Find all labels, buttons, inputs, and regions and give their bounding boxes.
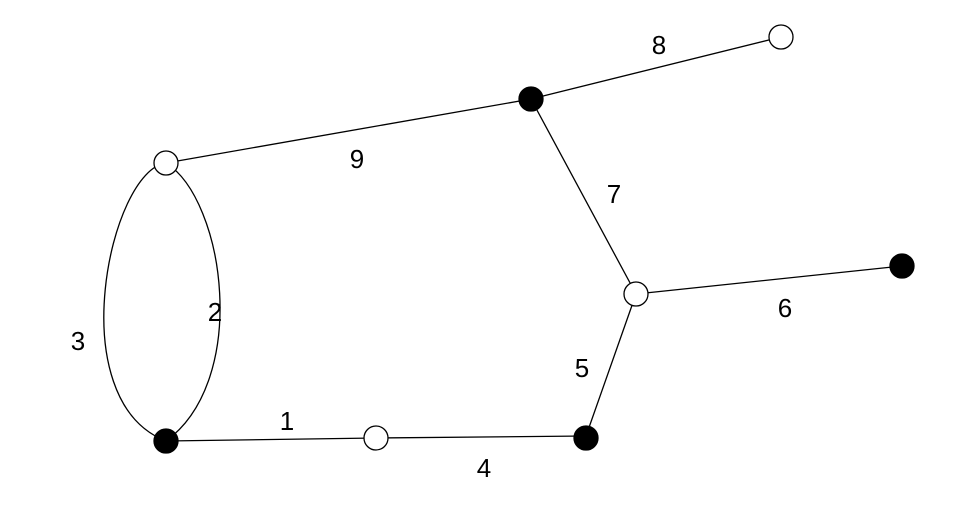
- edge-5: [585, 293, 637, 437]
- node-bottom-right: [573, 425, 599, 451]
- node-far-right: [889, 253, 915, 279]
- edge-8: [530, 36, 782, 100]
- edge-label-4: 4: [477, 453, 491, 483]
- node-top-left: [153, 150, 179, 176]
- edge-4: [375, 435, 587, 439]
- node-center-right: [623, 281, 649, 307]
- node-bottom-left: [153, 428, 179, 454]
- node-bottom-mid: [363, 425, 389, 451]
- node-top-mid: [518, 86, 544, 112]
- edge-label-1: 1: [280, 406, 294, 436]
- edge-label-6: 6: [778, 293, 792, 323]
- edge-label-9: 9: [350, 144, 364, 174]
- edge-label-7: 7: [607, 179, 621, 209]
- edge-7: [530, 98, 637, 295]
- edge-3: [103, 162, 167, 442]
- edge-label-5: 5: [575, 353, 589, 383]
- edge-1: [165, 437, 377, 442]
- edge-6: [635, 265, 903, 295]
- edge-2: [165, 162, 221, 442]
- edge-9: [165, 98, 532, 164]
- edge-label-8: 8: [652, 30, 666, 60]
- node-top-right: [768, 24, 794, 50]
- edge-label-3: 3: [71, 326, 85, 356]
- edge-label-2: 2: [208, 297, 222, 327]
